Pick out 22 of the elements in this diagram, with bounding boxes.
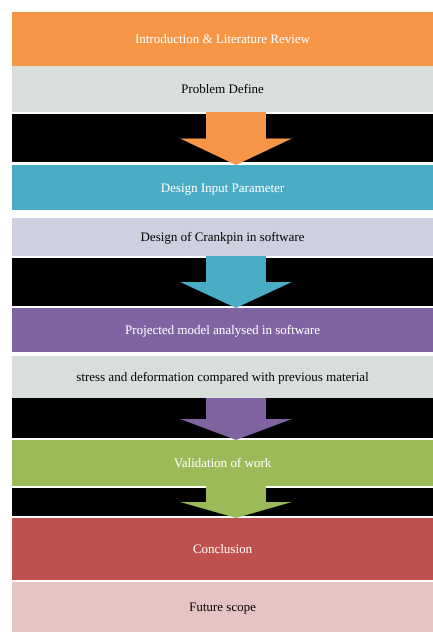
process-box: [12, 165, 433, 210]
box-label: Design Input Parameter: [160, 180, 284, 196]
block-arrow: [180, 486, 292, 518]
block-arrow: [180, 112, 292, 165]
box-label: Validation of work: [174, 455, 272, 471]
process-box: [12, 440, 433, 486]
box-label: Projected model analysed in software: [125, 322, 320, 338]
block-arrow: [180, 398, 292, 440]
box-label: Problem Define: [181, 81, 264, 97]
box-label: Future scope: [189, 599, 256, 615]
process-box: [12, 582, 433, 632]
box-label: stress and deformation compared with previous material: [76, 369, 369, 385]
process-box: [12, 66, 433, 112]
process-box: [12, 218, 433, 256]
process-box: [12, 308, 433, 352]
block-arrow: [180, 256, 292, 308]
process-box: [12, 356, 433, 398]
box-label: Design of Crankpin in software: [140, 229, 304, 245]
box-label: Conclusion: [192, 541, 252, 557]
process-box: [12, 12, 433, 66]
process-box: [12, 518, 433, 580]
box-label: Introduction & Literature Review: [134, 31, 310, 47]
